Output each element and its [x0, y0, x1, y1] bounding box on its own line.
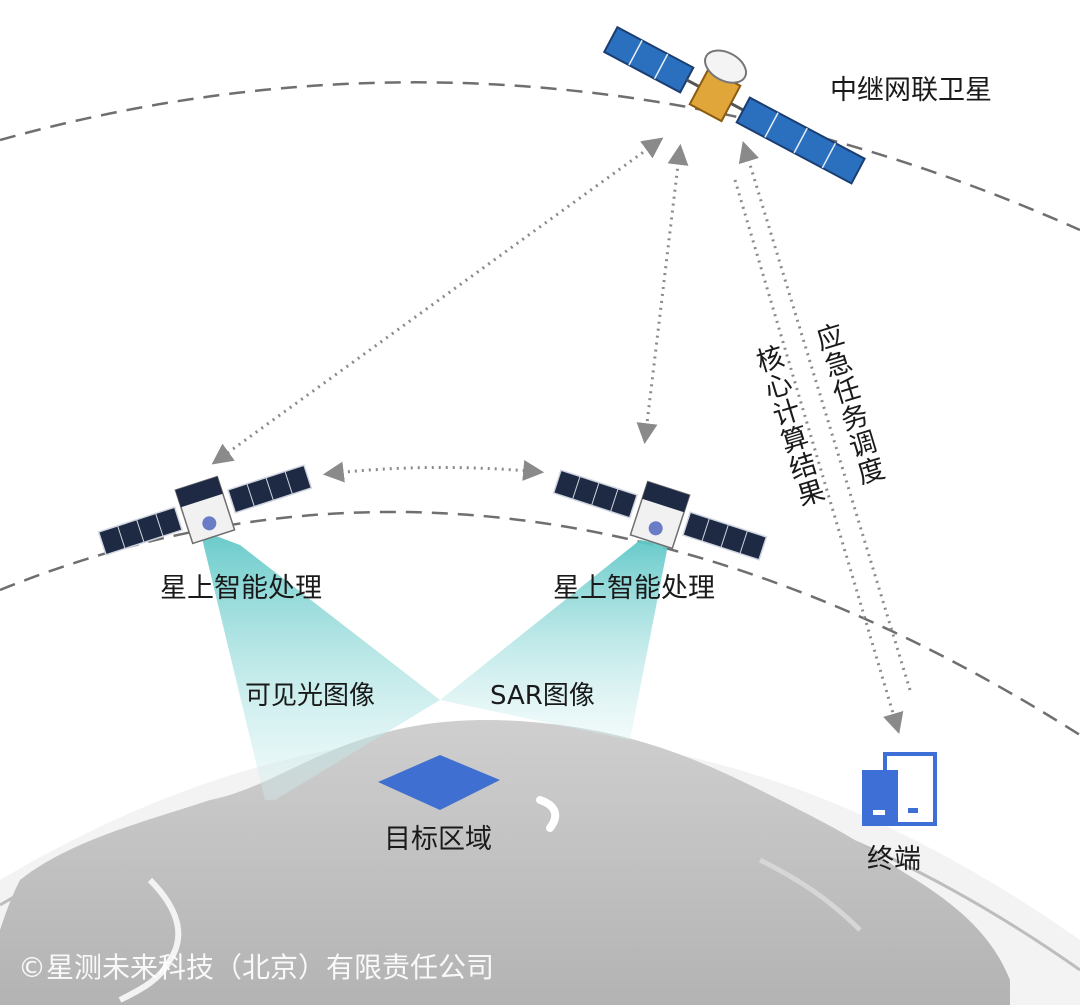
relay-satellite-icon — [602, 25, 866, 185]
copyright-watermark: ©星测未来科技（北京）有限责任公司 — [18, 951, 494, 984]
visible-image-label: 可见光图像 — [245, 681, 375, 711]
terminal-label: 终端 — [867, 844, 921, 875]
target-area-label: 目标区域 — [384, 824, 492, 855]
landmass — [0, 720, 1010, 1005]
visible-light-beam — [200, 530, 440, 800]
emergency-dispatch-label: 应 急 任 务 调 度 — [813, 319, 889, 490]
relay-satellite-label: 中继网联卫星 — [830, 75, 992, 106]
core-results-label: 核 心 计 算 结 果 — [753, 341, 829, 512]
link-intersat — [322, 460, 545, 483]
onboard-processing-label-left: 星上智能处理 — [160, 573, 322, 604]
svg-text:度: 度 — [854, 453, 889, 491]
sar-image-label: SAR图像 — [490, 681, 595, 711]
onboard-processing-label-right: 星上智能处理 — [553, 573, 715, 604]
satellite-icon — [552, 469, 768, 561]
sar-beam — [440, 540, 668, 740]
outer-orbit-arc — [0, 81, 1080, 232]
inner-orbit-arc — [0, 510, 1080, 737]
link-relay-right — [636, 143, 689, 445]
svg-text:果: 果 — [794, 475, 829, 513]
target-area-diamond — [378, 755, 500, 810]
earth — [0, 720, 1080, 1005]
link-emergency-dispatch — [738, 140, 912, 691]
terminal-device-icon — [862, 752, 937, 826]
satellite-icon — [97, 464, 313, 556]
link-relay-left — [211, 137, 664, 465]
